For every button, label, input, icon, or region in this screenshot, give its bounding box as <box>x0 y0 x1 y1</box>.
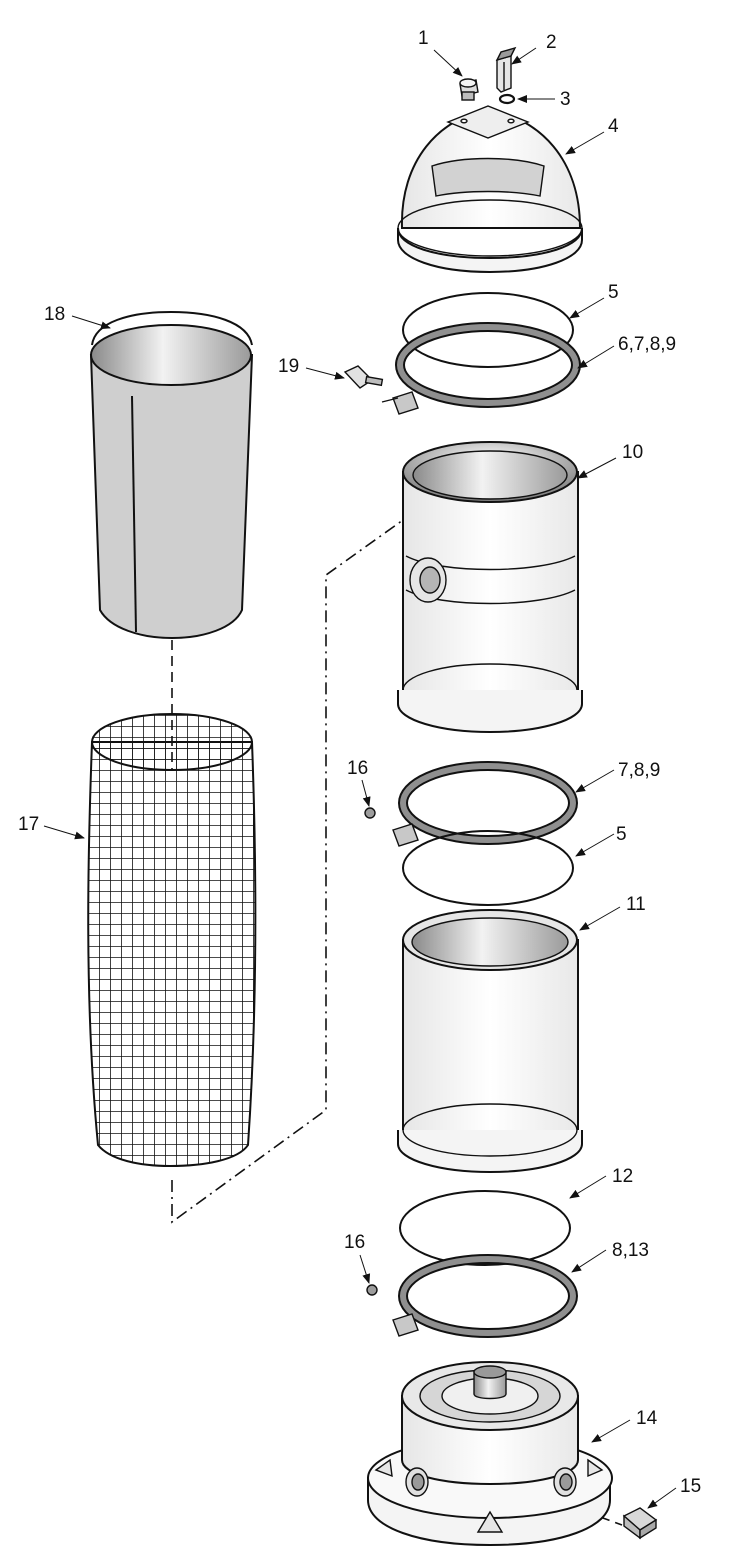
part-19-clamp-knob <box>343 365 384 389</box>
callout-5-middle: 5 <box>616 824 627 845</box>
part-18-filter-sleeve <box>89 310 254 640</box>
callout-18: 18 <box>44 304 65 325</box>
callout-15: 15 <box>680 1476 701 1497</box>
callout-19: 19 <box>278 356 299 377</box>
callout-16-upper: 16 <box>347 758 368 779</box>
callout-8-13: 8,13 <box>612 1240 649 1261</box>
part-10-tank-body <box>397 441 583 734</box>
part-7-middle-clamp-ring <box>392 761 578 847</box>
part-3-o-ring <box>498 93 516 105</box>
callout-5-top: 5 <box>608 282 619 303</box>
callout-7-8-9: 7,8,9 <box>618 760 660 781</box>
callout-3: 3 <box>560 89 571 110</box>
part-14-filter-base <box>367 1361 613 1547</box>
callout-1: 1 <box>418 28 429 49</box>
part-5-lid-o-ring <box>402 292 574 368</box>
callout-11: 11 <box>626 894 646 915</box>
part-16-nut-lower <box>366 1284 378 1296</box>
callout-12: 12 <box>612 1166 633 1187</box>
part-1-bleeder-knob <box>459 78 479 101</box>
part-16-nut-upper <box>364 807 376 819</box>
callout-6-7-8-9: 6,7,8,9 <box>618 334 676 355</box>
part-13-base-clamp-ring <box>392 1254 578 1338</box>
part-11-tank-extension <box>397 909 583 1174</box>
part-5-middle-o-ring <box>402 830 574 906</box>
leader-lines <box>43 47 677 1509</box>
part-12-base-o-ring <box>399 1190 571 1266</box>
callout-2: 2 <box>546 32 557 53</box>
part-2-air-relief-valve <box>495 46 517 93</box>
callout-labels: 1 2 3 4 5 6,7,8,9 10 7,8,9 5 11 12 8,13 … <box>18 28 701 1497</box>
callout-10: 10 <box>622 442 643 463</box>
part-15-drain-plug <box>622 1507 658 1540</box>
callout-16-lower: 16 <box>344 1232 365 1253</box>
part-6-clamp-ring <box>381 322 581 415</box>
callout-17: 17 <box>18 814 39 835</box>
part-4-filter-lid <box>397 105 583 274</box>
callout-14: 14 <box>636 1408 658 1429</box>
callout-4: 4 <box>608 116 619 137</box>
part-17-grid-element <box>87 713 257 1168</box>
